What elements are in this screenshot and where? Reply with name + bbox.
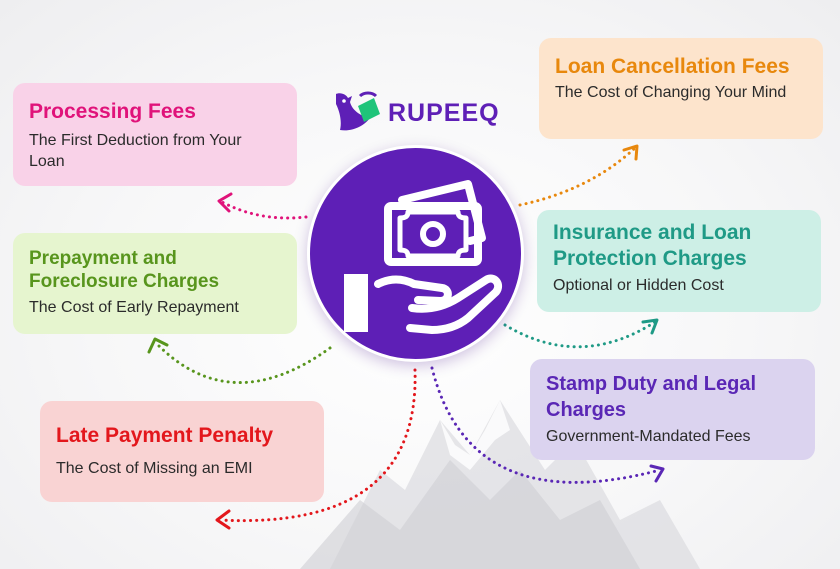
- connector-prepayment: [153, 340, 332, 385]
- card-title: Processing Fees: [29, 100, 196, 123]
- brand-name: RUPEEQ: [388, 98, 500, 127]
- card-subtitle: Government-Mandated Fees: [546, 428, 751, 445]
- card-title: Late Payment Penalty: [56, 424, 274, 447]
- connector-late: [218, 368, 417, 523]
- card-loan-cancellation-fees: Loan Cancellation Fees The Cost of Chang…: [539, 38, 823, 139]
- hand-holding-money-icon: [344, 180, 503, 334]
- card-title: Insurance and Loan Protection Charges: [553, 221, 752, 270]
- arrowhead-cancellation: [622, 144, 639, 161]
- arrowhead-late: [215, 509, 231, 530]
- card-stamp-duty-legal: Stamp Duty and Legal Charges Government-…: [530, 359, 815, 460]
- card-processing-fees: Processing Fees The First Deduction from…: [13, 83, 297, 186]
- arrowhead-stamp: [649, 464, 665, 483]
- central-hub: [307, 145, 524, 362]
- connector-processing: [220, 200, 308, 220]
- card-subtitle: Optional or Hidden Cost: [553, 277, 724, 294]
- brand-logo: RUPEEQ: [330, 88, 500, 138]
- bird-logo-icon: [336, 91, 380, 131]
- connector-cancellation: [518, 146, 637, 207]
- card-title: Loan Cancellation Fees: [555, 55, 790, 78]
- card-late-payment-penalty: Late Payment Penalty The Cost of Missing…: [40, 401, 324, 502]
- arrowhead-prepayment: [147, 337, 169, 354]
- card-title: Prepayment and Foreclosure Charges: [29, 248, 220, 292]
- connector-stamp: [430, 366, 662, 484]
- arrowhead-processing: [217, 192, 233, 213]
- card-subtitle: The Cost of Missing an EMI: [56, 460, 253, 477]
- card-subtitle: The Cost of Early Repayment: [29, 299, 239, 316]
- card-subtitle: The Cost of Changing Your Mind: [555, 84, 787, 101]
- card-title: Stamp Duty and Legal Charges: [546, 373, 757, 421]
- connector-insurance: [503, 320, 657, 349]
- card-subtitle: The First Deduction from Your Loan: [29, 132, 242, 170]
- arrowhead-insurance: [641, 318, 659, 335]
- card-insurance-protection: Insurance and Loan Protection Charges Op…: [537, 210, 821, 312]
- card-prepayment-foreclosure: Prepayment and Foreclosure Charges The C…: [13, 233, 297, 334]
